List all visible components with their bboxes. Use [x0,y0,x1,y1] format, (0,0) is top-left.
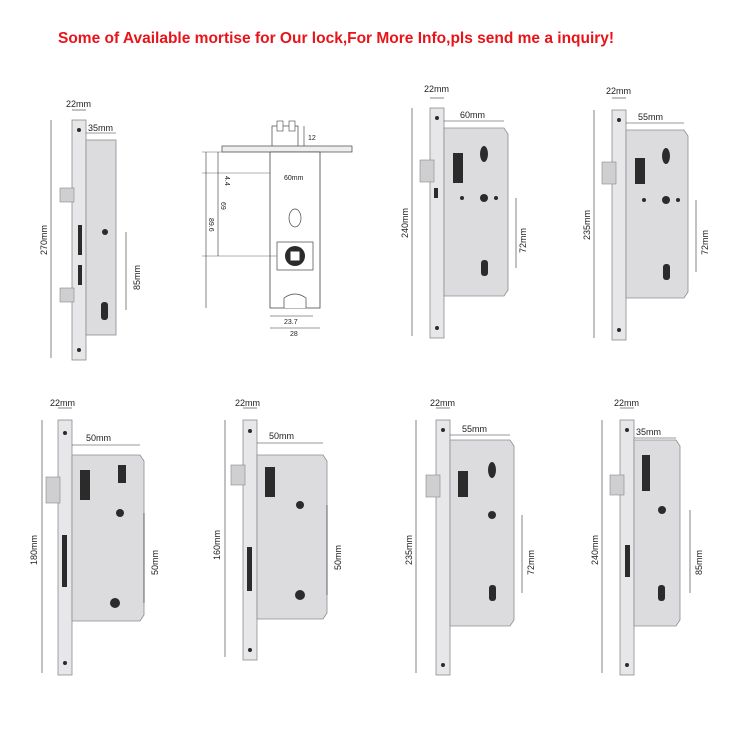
mortise-lock-180mm: 22mm 50mm 180mm 50mm [20,395,180,685]
face-dim: 60mm [284,175,304,182]
center-dim: 85mm [694,550,704,575]
bottom-inner-dim: 23.7 [284,319,298,326]
backset-dim: 60mm [460,110,485,120]
backset-dim: 50mm [86,433,111,443]
mortise-lock-235mm-55: 22mm 55mm 235mm 72mm [578,80,728,350]
center-dim: 72mm [700,230,710,255]
height-dim: 160mm [212,530,222,560]
side-mid-dim: 69 [219,202,226,210]
width-dim: 22mm [66,99,91,109]
top-right-dim: 12 [308,135,316,142]
side-total-dim: 89.6 [207,218,214,232]
center-dim: 72mm [518,228,528,253]
mortise-lock-240mm-60: 22mm 60mm 240mm 72mm [396,78,546,348]
latch-drawing: 60mm 12 4.4 69 89.6 23.7 28 [192,118,367,338]
height-dim: 235mm [582,210,592,240]
height-dim: 240mm [400,208,410,238]
mortise-lock-160mm: 22mm 50mm 160mm 50mm [205,395,365,685]
width-dim: 22mm [50,398,75,408]
backset-dim: 50mm [269,431,294,441]
backset-dim: 35mm [88,123,113,133]
side-top-dim: 4.4 [223,176,230,186]
center-dim: 85mm [132,265,142,290]
mortise-lock-270mm: 22mm 35mm 270mm 85mm [30,95,160,365]
width-dim: 22mm [235,398,260,408]
center-dim: 50mm [333,545,343,570]
width-dim: 22mm [614,398,639,408]
height-dim: 235mm [404,535,414,565]
width-dim: 22mm [430,398,455,408]
backset-dim: 55mm [638,112,663,122]
mortise-lock-240mm-35: 22mm 35mm 240mm 85mm [590,395,730,685]
height-dim: 270mm [39,225,49,255]
backset-dim: 35mm [636,427,661,437]
bottom-outer-dim: 28 [290,331,298,338]
backset-dim: 55mm [462,424,487,434]
width-dim: 22mm [606,86,631,96]
mortise-lock-235mm-55-b: 22mm 55mm 235mm 72mm [400,395,550,685]
height-dim: 180mm [29,535,39,565]
width-dim: 22mm [424,84,449,94]
center-dim: 72mm [526,550,536,575]
headline: Some of Available mortise for Our lock,F… [58,30,615,47]
center-dim: 50mm [150,550,160,575]
height-dim: 240mm [590,535,600,565]
